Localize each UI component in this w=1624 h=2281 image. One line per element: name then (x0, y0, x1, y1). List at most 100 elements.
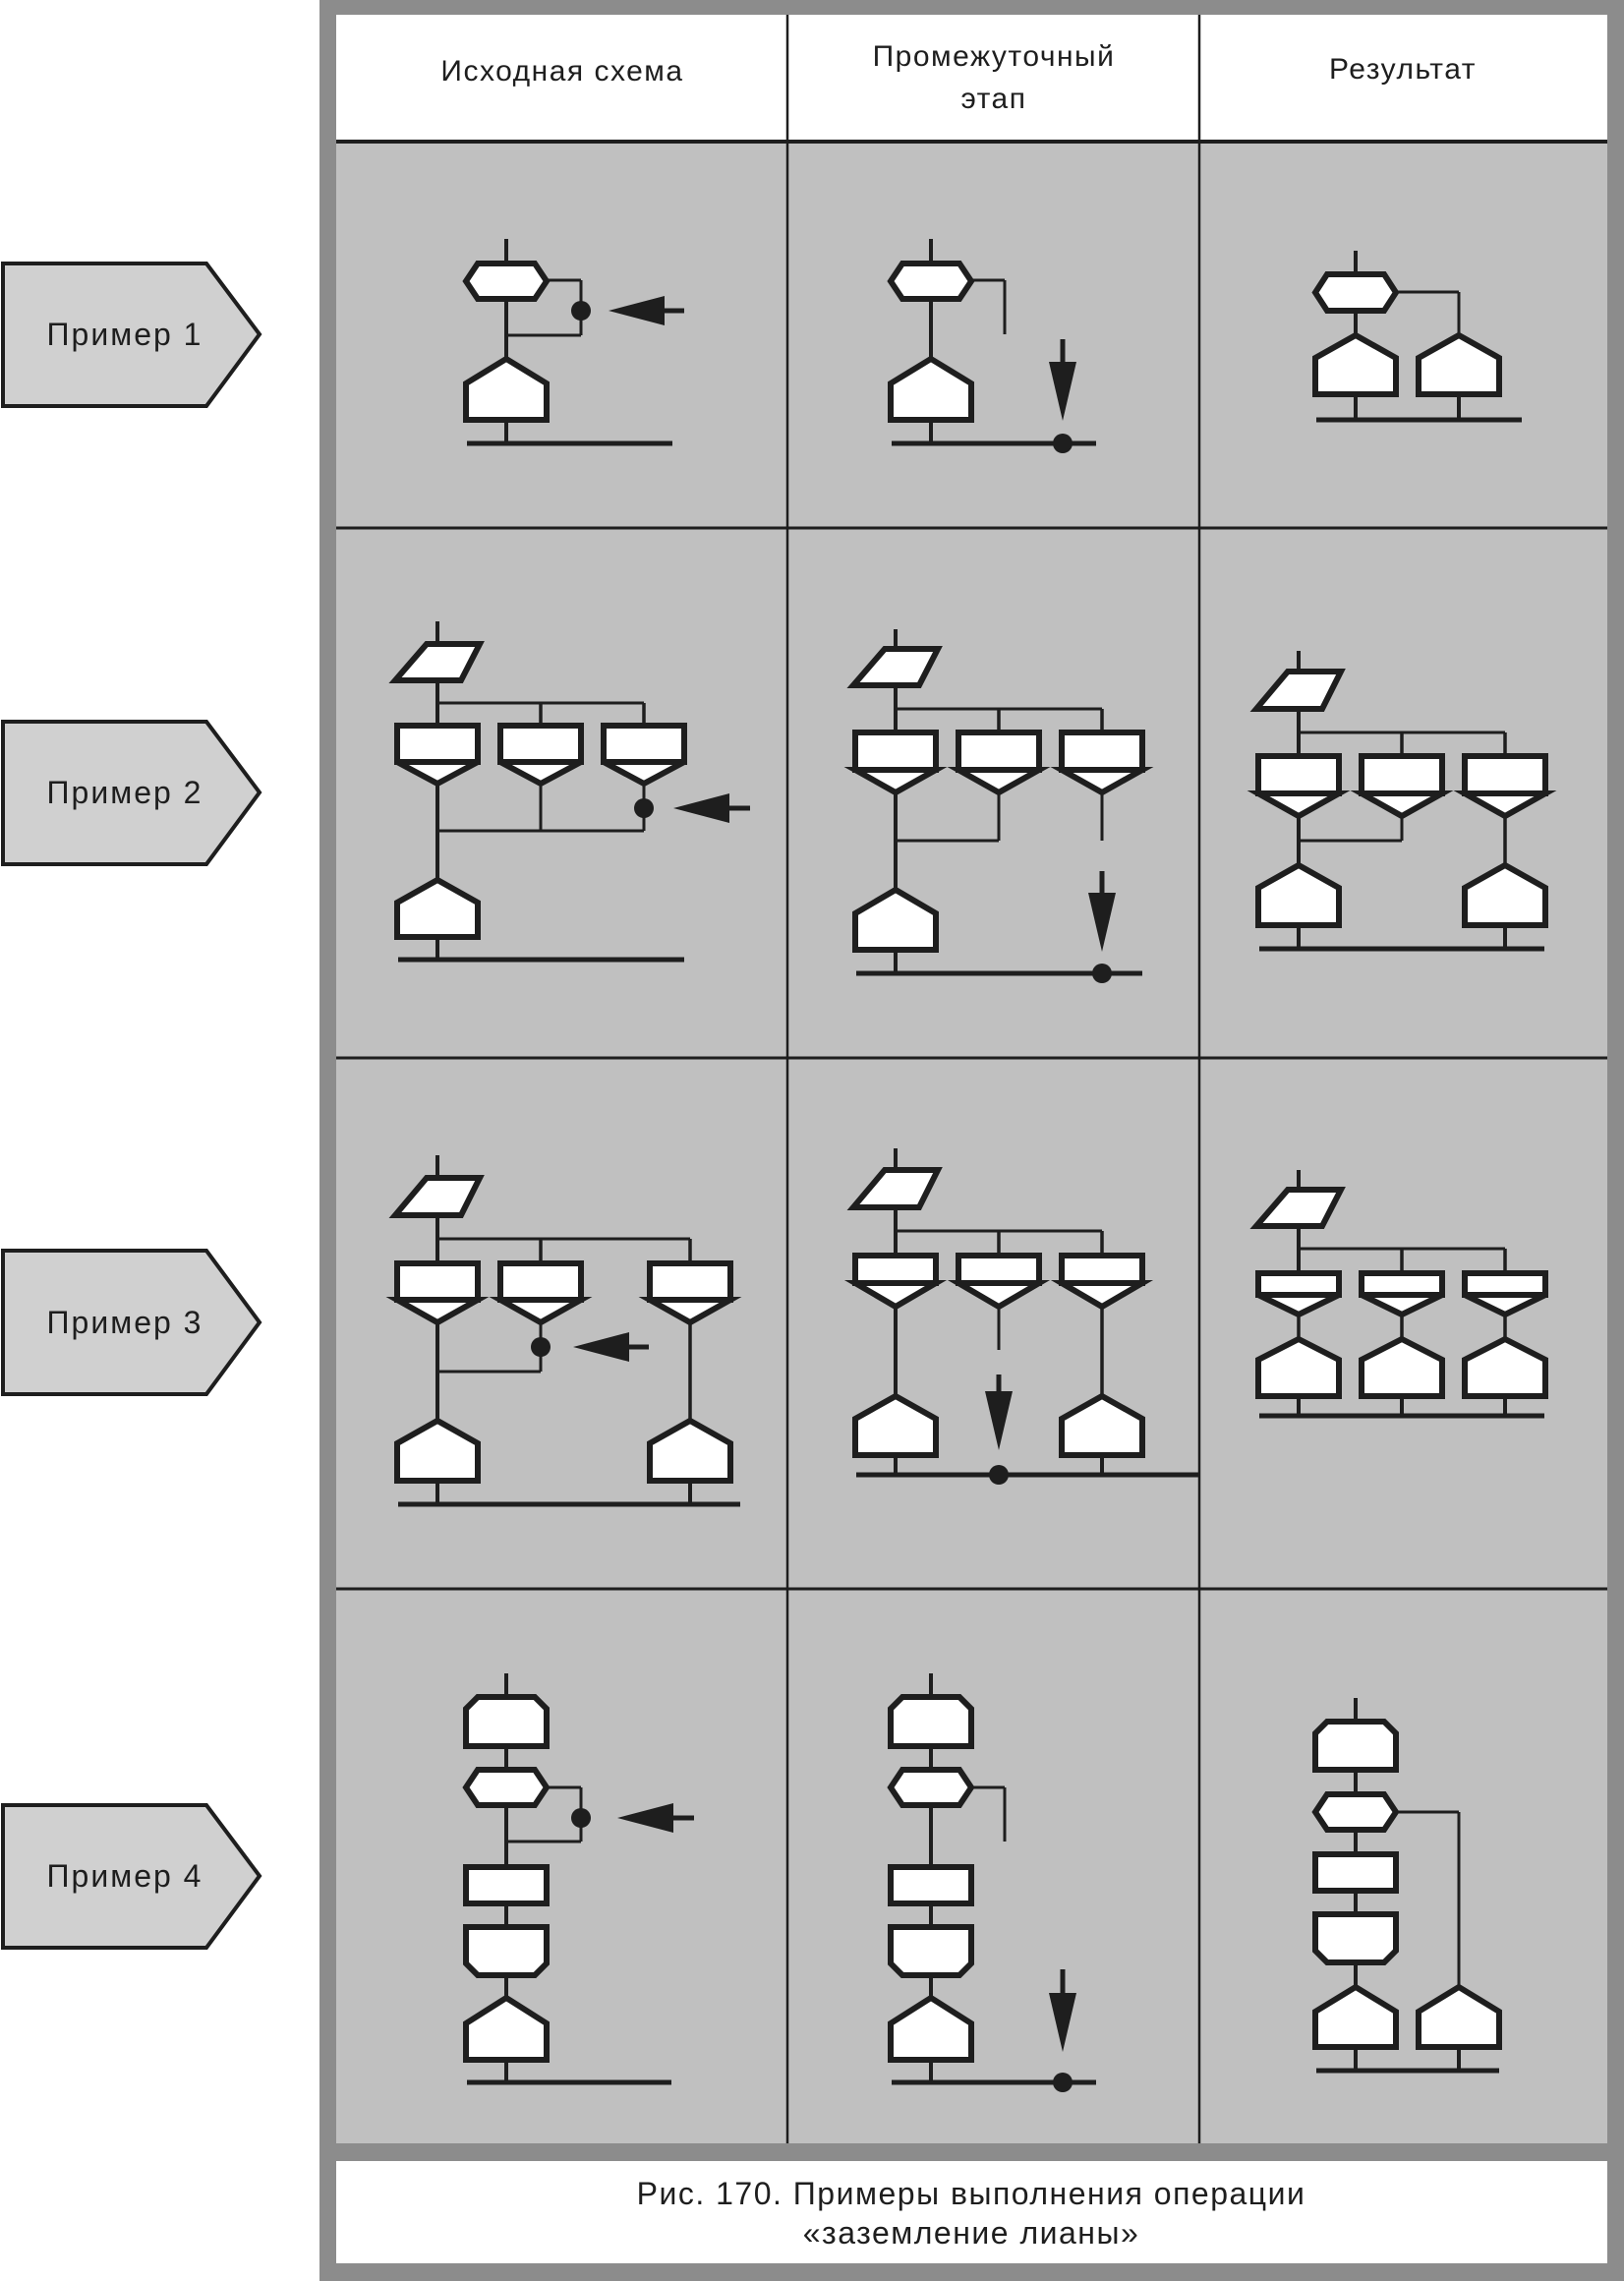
fork-box-icon (956, 1253, 1042, 1286)
row-label-3-text: Пример 3 (47, 1305, 203, 1340)
diagram-ex4-result (1311, 1698, 1502, 2074)
fork-box-icon (1462, 1270, 1548, 1298)
header-intermediate-line1: Промежуточный (873, 40, 1116, 73)
arrow-left-icon (573, 1332, 649, 1362)
input-icon (846, 646, 943, 688)
fork-box-icon (1059, 730, 1145, 773)
fork-triangle-icon (1247, 790, 1351, 820)
fork-box-icon (1462, 753, 1548, 796)
end-icon (1312, 1983, 1399, 2050)
connection-dot-icon (1053, 434, 1073, 453)
diagram-ex3-result (1249, 1170, 1548, 1419)
input-icon (388, 641, 485, 683)
arrow-down-icon (1088, 871, 1116, 952)
arrow-down-icon (985, 1374, 1013, 1450)
diagram-ex1-result (1311, 251, 1522, 423)
arrow-head (609, 296, 665, 325)
row-labels: Пример 1 Пример 2 Пример 3 Пример 4 (1, 262, 262, 1950)
tail-icon (1312, 1911, 1399, 1965)
input-icon (1249, 1187, 1346, 1229)
fork-triangle-icon (1050, 1280, 1154, 1311)
table-grid (336, 15, 1607, 2143)
row-label-1-text: Пример 1 (47, 317, 203, 352)
action-icon (1312, 1851, 1399, 1894)
end-icon (888, 1994, 974, 2063)
diagram-ex3-intermediate (843, 1148, 1199, 1485)
branch-icon (1311, 271, 1400, 314)
fork-box-icon (394, 723, 481, 765)
arrow-head (573, 1332, 629, 1362)
row-label-1: Пример 1 (1, 262, 262, 408)
caption-box (336, 2161, 1607, 2263)
fork-triangle-icon (1453, 790, 1557, 820)
connection-dot-icon (571, 1808, 591, 1828)
fork-triangle-icon (385, 1297, 490, 1326)
connection-dot-icon (571, 301, 591, 321)
row-label-2: Пример 2 (1, 720, 262, 866)
row-label-1-shape (1, 262, 262, 408)
header-source: Исходная схема (440, 55, 683, 88)
end-icon (1255, 861, 1342, 928)
end-icon (1059, 1392, 1145, 1458)
row-label-2-shape (1, 720, 262, 866)
head-icon (463, 1694, 550, 1749)
branch-icon (887, 261, 975, 302)
input-icon (846, 1167, 943, 1210)
fork-box-icon (1359, 753, 1445, 796)
action-icon (888, 1864, 974, 1906)
arrow-left-icon (617, 1803, 694, 1833)
column-headers: Исходная схема Промежуточный этап Резуль… (440, 40, 1477, 115)
caption: Рис. 170. Примеры выполнения операции «з… (637, 2176, 1305, 2251)
end-icon (852, 886, 939, 953)
fork-box-icon (497, 1260, 584, 1303)
fork-box-icon (852, 730, 939, 773)
connection-dot-icon (531, 1337, 551, 1357)
input-icon (388, 1175, 485, 1218)
header-row (336, 15, 1607, 142)
end-icon (1255, 1335, 1342, 1399)
arrow-down-icon (1049, 1969, 1076, 2052)
end-icon (1359, 1335, 1445, 1399)
fork-triangle-icon (489, 1297, 593, 1326)
fork-box-icon (1359, 1270, 1445, 1298)
connection-dot-icon (634, 798, 654, 818)
head-icon (1312, 1719, 1399, 1773)
row-label-4: Пример 4 (1, 1803, 262, 1950)
arrow-head (1088, 893, 1116, 952)
branch-icon (462, 1767, 551, 1808)
end-icon (1416, 331, 1502, 397)
fork-triangle-icon (1360, 1292, 1444, 1318)
fork-triangle-icon (843, 1280, 948, 1311)
header-intermediate-line2: этап (961, 83, 1027, 115)
fork-box-icon (601, 723, 687, 765)
fork-box-icon (852, 1253, 939, 1286)
fork-box-icon (1255, 753, 1342, 796)
fork-triangle-icon (638, 1297, 742, 1326)
fork-triangle-icon (1463, 1292, 1547, 1318)
end-icon (647, 1417, 733, 1484)
input-icon (1249, 669, 1346, 712)
arrow-head (673, 793, 729, 823)
diagram-ex3-source (385, 1155, 742, 1507)
end-icon (1416, 1983, 1502, 2050)
end-icon (852, 1392, 939, 1458)
fork-triangle-icon (947, 1280, 1051, 1311)
end-icon (394, 876, 481, 940)
fork-triangle-icon (498, 759, 583, 788)
row-label-3-shape (1, 1249, 262, 1396)
end-icon (463, 355, 550, 423)
connection-dot-icon (1092, 964, 1112, 983)
end-icon (1312, 331, 1399, 397)
end-icon (394, 1417, 481, 1484)
arrow-head (985, 1391, 1013, 1450)
branch-icon (1311, 1791, 1400, 1833)
diagrams (385, 239, 1557, 2092)
end-icon (888, 355, 974, 423)
fork-triangle-icon (1050, 767, 1154, 796)
fork-triangle-icon (947, 767, 1051, 796)
branch-icon (462, 261, 551, 302)
connection-dot-icon (1053, 2073, 1073, 2092)
header-result: Результат (1329, 53, 1477, 86)
fork-triangle-icon (602, 759, 686, 788)
diagram-ex4-source (462, 1673, 694, 2085)
